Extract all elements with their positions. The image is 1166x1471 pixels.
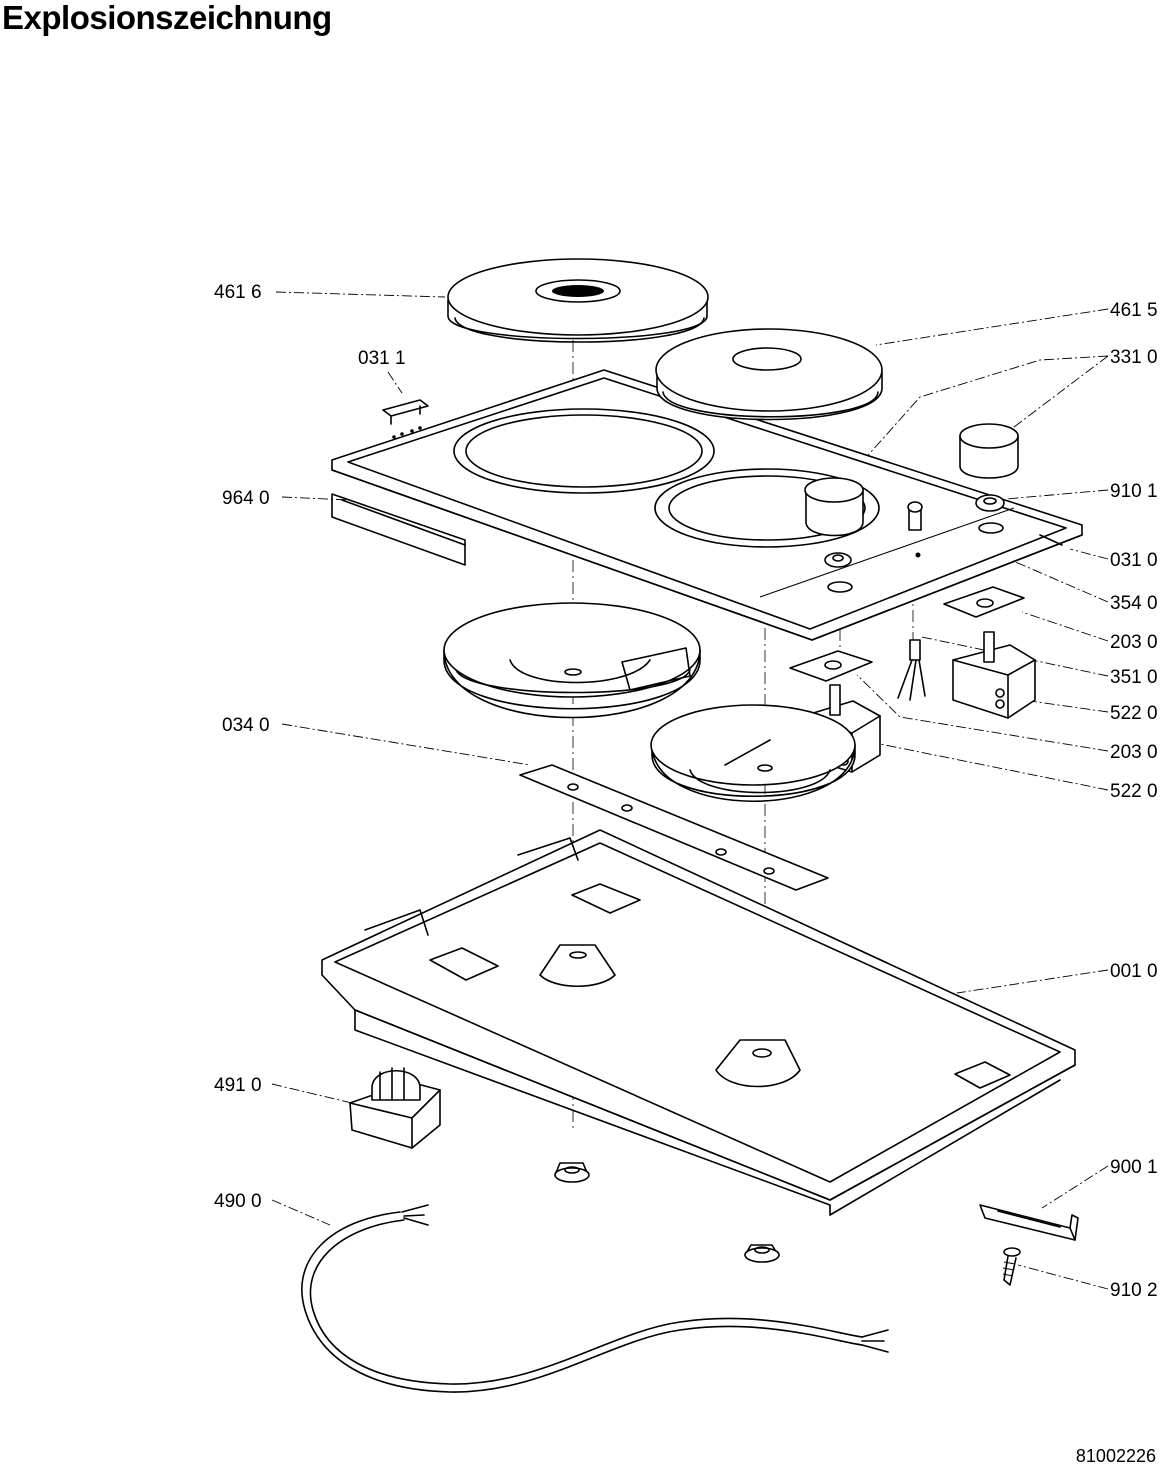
bracket-9001: [979, 1204, 1079, 1241]
callout-2030-b: 203 0: [1110, 742, 1158, 763]
callout-9102: 910 2: [1110, 1280, 1158, 1301]
gasket-2030-left: [789, 650, 873, 682]
callout-0311: 031 1: [358, 348, 406, 369]
document-number: 81002226: [1075, 1446, 1156, 1466]
indicator-lamp-3540: [907, 501, 923, 531]
leader-lines: [271, 291, 1109, 1290]
switch-5220-right: [952, 631, 1036, 719]
callout-3510: 351 0: [1110, 667, 1158, 688]
callout-0340: 034 0: [222, 715, 270, 736]
callout-3540: 354 0: [1110, 593, 1158, 614]
callout-2030-a: 203 0: [1110, 632, 1158, 653]
bottom-tray-0010: [321, 829, 1076, 1216]
foot-bushings: [554, 1162, 780, 1263]
callout-0010: 001 0: [1110, 961, 1158, 982]
callout-9001: 900 1: [1110, 1157, 1158, 1178]
frame-964: [331, 493, 466, 566]
page-title: Explosionszeichnung: [2, 0, 332, 36]
screw-9102: [1002, 1247, 1021, 1286]
hotplate-4616: [447, 258, 709, 343]
glow-lamp-3510: [897, 639, 926, 701]
knob-3310-right: [959, 423, 1019, 479]
callout-5220-b: 522 0: [1110, 781, 1158, 802]
reflector-pan-large: [443, 602, 701, 719]
callout-3310: 331 0: [1110, 347, 1158, 368]
cooktop-panel: [331, 369, 1083, 641]
nut-9101: [824, 494, 1005, 568]
callout-labels: 461 6 031 1 964 0 034 0 491 0 490 0 461 …: [214, 282, 1158, 1301]
callout-0310: 031 0: [1110, 550, 1158, 571]
callout-9101: 910 1: [1110, 481, 1158, 502]
callout-4900: 490 0: [214, 1191, 262, 1212]
mounting-bar-0340: [519, 764, 829, 891]
callout-4616: 461 6: [214, 282, 262, 303]
callout-9640: 964 0: [222, 488, 270, 509]
callout-4615: 461 5: [1110, 300, 1158, 321]
callout-4910: 491 0: [214, 1075, 262, 1096]
callout-5220-a: 522 0: [1110, 703, 1158, 724]
knob-3310-left: [804, 477, 864, 537]
terminal-block-4910: [349, 1067, 441, 1149]
mains-cable-4900: [301, 1204, 889, 1393]
hotplate-4615: [655, 328, 883, 421]
reflector-pan-small: [650, 704, 856, 802]
gasket-2030-right: [943, 586, 1025, 618]
